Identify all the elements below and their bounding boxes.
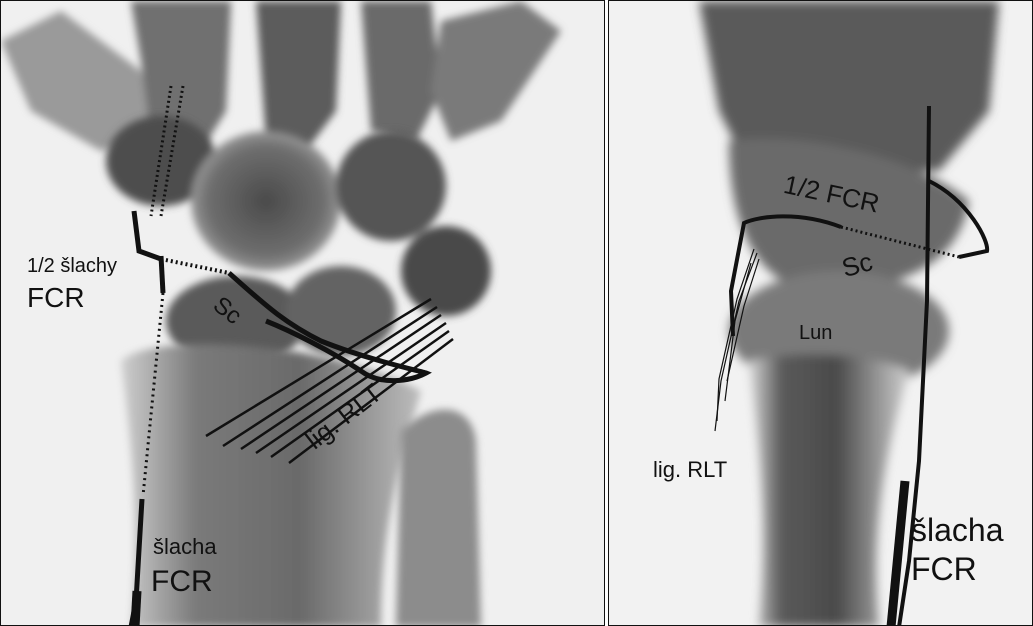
xray-panel-lateral: 1/2 FCR Sc Lun lig. RLT šlacha FCR bbox=[608, 0, 1033, 626]
label-lig-rlt-lateral: lig. RLT bbox=[653, 459, 727, 481]
label-tendon-lateral: šlacha bbox=[911, 514, 1004, 546]
label-half-tendon: 1/2 šlachy bbox=[27, 256, 117, 276]
label-tendon: šlacha bbox=[153, 536, 217, 558]
xray-panel-pa: 1/2 šlachy FCR Sc lig. RLT šlacha FCR bbox=[0, 0, 605, 626]
xray-pa-image bbox=[1, 1, 605, 626]
label-fcr-bottom: FCR bbox=[151, 567, 213, 597]
ulna-bone bbox=[396, 410, 481, 626]
label-fcr-lateral: FCR bbox=[911, 553, 977, 585]
label-fcr-top: FCR bbox=[27, 284, 85, 312]
label-lun: Lun bbox=[799, 323, 832, 343]
label-sc-lateral: Sc bbox=[839, 248, 875, 281]
